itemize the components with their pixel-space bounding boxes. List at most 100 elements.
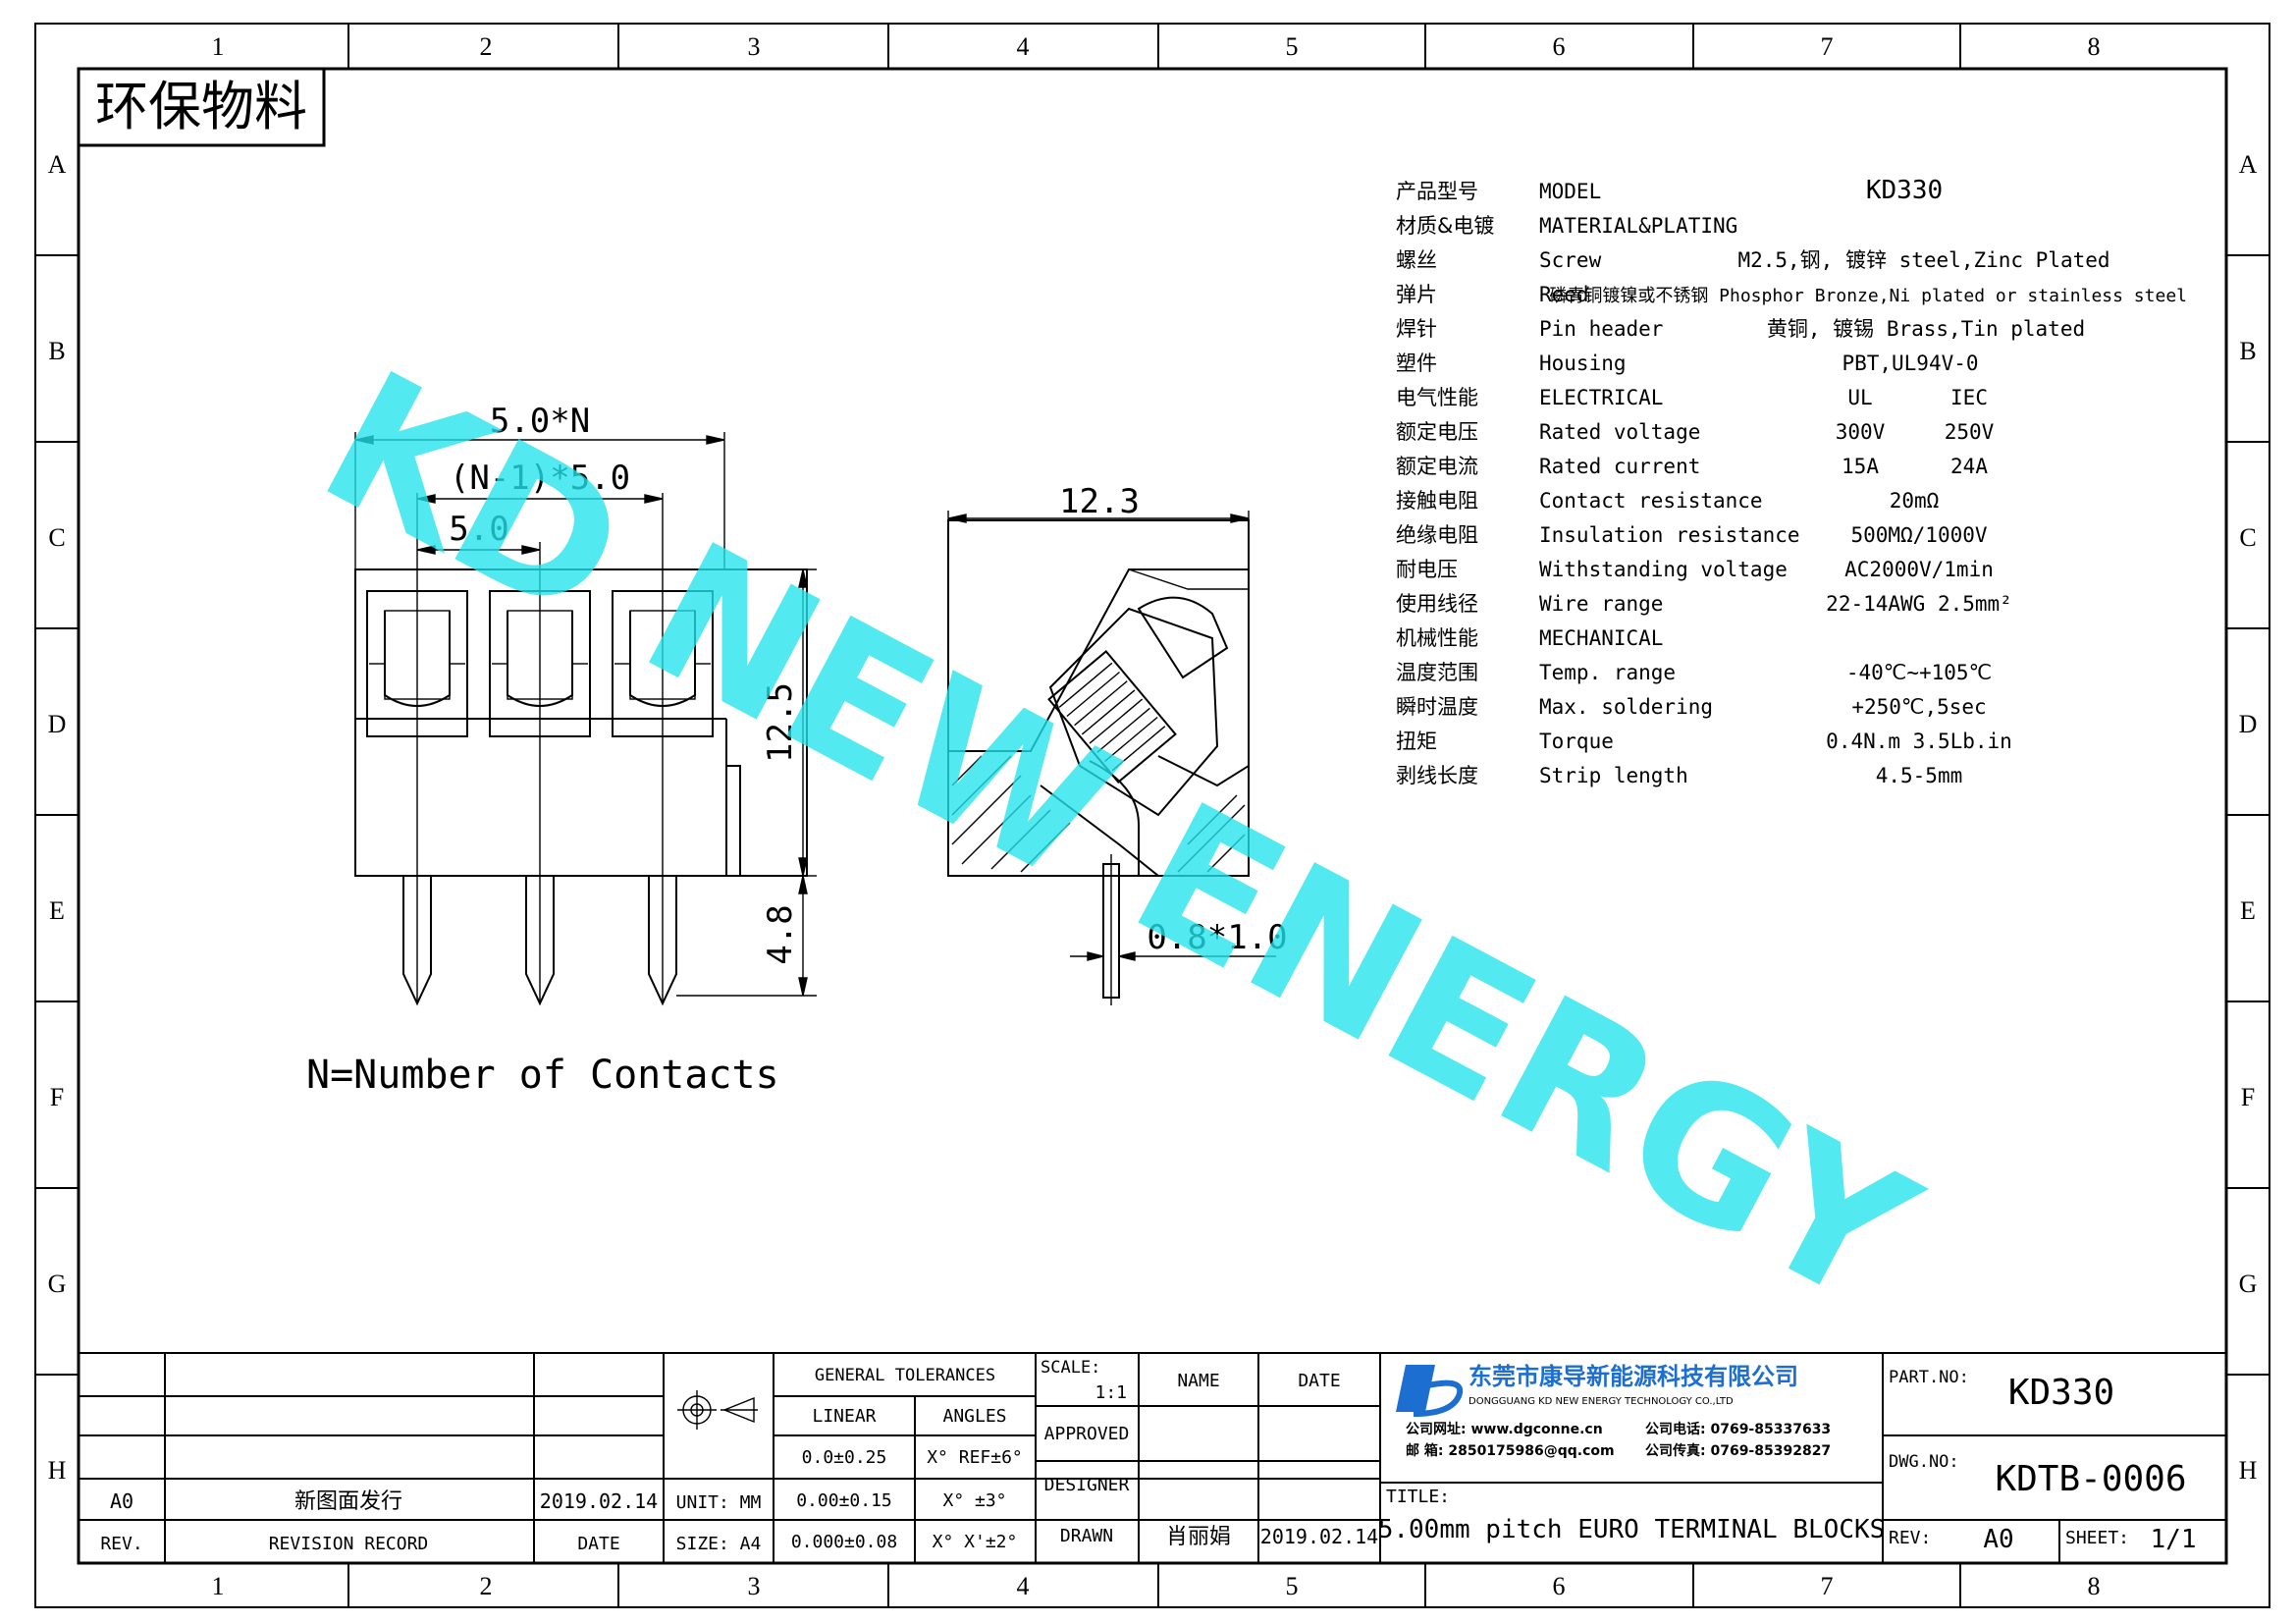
row-label: H xyxy=(2239,1456,2258,1485)
spec-en: Reed xyxy=(1539,283,1589,306)
spec-val: 15A xyxy=(1842,455,1879,478)
spec-cn: 产品型号 xyxy=(1396,180,1478,203)
spec-val: 磷青铜镀镍或不锈钢 Phosphor Bronze,Ni plated or s… xyxy=(1549,286,2187,306)
spec-en: Wire range xyxy=(1539,592,1663,616)
spec-val: +250℃,5sec xyxy=(1851,695,1986,719)
drawing-title: 5.00mm pitch EURO TERMINAL BLOCKS xyxy=(1378,1515,1886,1544)
name-header: NAME xyxy=(1177,1371,1219,1391)
eco-label: 环保物料 xyxy=(95,76,307,137)
general-tolerances: GENERAL TOLERANCES xyxy=(815,1366,995,1385)
spec-val: 300V xyxy=(1836,420,1886,444)
row-label: C xyxy=(48,523,65,552)
scale-value: 1:1 xyxy=(1095,1382,1127,1403)
row-label: F xyxy=(2241,1083,2255,1111)
tol-linear: 0.0±0.25 xyxy=(802,1447,887,1468)
col-label: 7 xyxy=(1821,32,1834,61)
dim-side-width: 12.3 xyxy=(1059,482,1140,521)
col-label: 4 xyxy=(1017,32,1030,61)
housing-outline xyxy=(354,568,808,877)
company-name-cn: 东莞市康导新能源科技有限公司 xyxy=(1468,1363,1798,1390)
tol-linear: 0.00±0.15 xyxy=(796,1490,892,1511)
rev-label: REV: xyxy=(1889,1528,1931,1548)
eco-label-box xyxy=(77,67,326,147)
section-outline xyxy=(947,519,1250,877)
col-label: 1 xyxy=(212,1572,225,1600)
spec-val2: 24A xyxy=(1950,455,1988,478)
spec-cn: 接触电阻 xyxy=(1396,489,1478,513)
spec-val: 500MΩ/1000V xyxy=(1850,523,1987,547)
spec-val: 0.4N.m 3.5Lb.in xyxy=(1826,730,2012,753)
date-header: DATE xyxy=(577,1534,619,1554)
spec-en: Insulation resistance xyxy=(1539,523,1800,547)
spec-en: Withstanding voltage xyxy=(1539,558,1788,581)
rev-value: A0 xyxy=(110,1489,133,1513)
spec-en: Rated current xyxy=(1539,455,1700,478)
company-fax: 公司传真: 0769-85392827 xyxy=(1645,1442,1831,1459)
spec-en: Screw xyxy=(1539,248,1602,272)
spec-en: MATERIAL&PLATING xyxy=(1539,214,1737,238)
col-label: 5 xyxy=(1286,1572,1299,1600)
col-label: 6 xyxy=(1553,32,1566,61)
row-label: A xyxy=(2239,150,2258,179)
tol-angle: X° ±3° xyxy=(942,1490,1006,1511)
row-label: C xyxy=(2239,523,2256,552)
spec-en: Strip length xyxy=(1539,764,1688,787)
revision-record-header: REVISION RECORD xyxy=(269,1534,429,1554)
angles-header: ANGLES xyxy=(942,1406,1006,1427)
row-label: F xyxy=(50,1083,64,1111)
side-section-view: 12.3 0.8*1.0 xyxy=(947,482,1288,1005)
col-label: 2 xyxy=(480,1572,493,1600)
col-label: 1 xyxy=(212,32,225,61)
spec-cn: 螺丝 xyxy=(1396,248,1437,272)
zone-labels: 1 2 3 4 5 6 7 8 1 2 3 4 5 6 7 8 A B C D … xyxy=(48,32,2258,1600)
part-no-label: PART.NO: xyxy=(1889,1368,1969,1387)
col-label: 6 xyxy=(1553,1572,1566,1600)
dim-total-width: 5.0*N xyxy=(490,402,590,441)
linear-header: LINEAR xyxy=(812,1406,876,1427)
projection-symbol-icon xyxy=(677,1390,758,1430)
spec-table: 产品型号 MODEL KD330 材质&电镀 MATERIAL&PLATING … xyxy=(1396,176,2187,787)
tol-angle: X° X'±2° xyxy=(933,1532,1018,1552)
sheet-label: SHEET: xyxy=(2065,1528,2129,1548)
rev-header: REV. xyxy=(100,1534,142,1554)
spec-cn: 剥线长度 xyxy=(1396,764,1478,787)
contacts-note: N=Number of Contacts xyxy=(306,1053,779,1098)
unit: UNIT: MM xyxy=(676,1492,762,1513)
col-label: 7 xyxy=(1821,1572,1834,1600)
col-label: 5 xyxy=(1286,32,1299,61)
zone-dividers xyxy=(35,24,2269,1607)
dim-pin-section: 0.8*1.0 xyxy=(1147,918,1287,957)
front-view: 5.0*N (N-1)*5.0 5.0 12.5 4.8 N=Number of… xyxy=(306,402,817,1098)
sheet-size: SIZE: A4 xyxy=(676,1534,762,1554)
spec-cn: 温度范围 xyxy=(1396,661,1478,684)
spec-val2: IEC xyxy=(1950,386,1988,409)
col-label: 3 xyxy=(748,32,761,61)
spec-val: M2.5,钢, 镀锌 steel,Zinc Plated xyxy=(1737,248,2109,272)
spec-val: UL xyxy=(1847,386,1872,409)
company-logo-icon xyxy=(1396,1365,1464,1417)
dim-pitch: 5.0 xyxy=(449,510,508,549)
designer-label: DESIGNER xyxy=(1044,1475,1130,1495)
row-label: E xyxy=(2240,896,2256,925)
spec-val2: 250V xyxy=(1945,420,1995,444)
dim-height: 12.5 xyxy=(761,682,800,763)
tol-angle: X° REF±6° xyxy=(927,1447,1023,1468)
spec-val: 4.5-5mm xyxy=(1876,764,1963,787)
row-label: D xyxy=(48,710,67,738)
row-label: B xyxy=(48,337,65,365)
spec-cn: 材质&电镀 xyxy=(1396,214,1494,238)
row-label: G xyxy=(2239,1270,2258,1298)
drawn-label: DRAWN xyxy=(1060,1526,1113,1546)
company-name-en: DONGGUANG KD NEW ENERGY TECHNOLOGY CO.,L… xyxy=(1468,1396,1734,1407)
spec-en: ELECTRICAL xyxy=(1539,386,1663,409)
title-label: TITLE: xyxy=(1386,1487,1450,1507)
col-label: 4 xyxy=(1017,1572,1030,1600)
dwg-no-label: DWG.NO: xyxy=(1889,1452,1959,1472)
revision-record: 新图面发行 xyxy=(294,1489,402,1514)
revision-date: 2019.02.14 xyxy=(540,1489,658,1513)
spec-cn: 机械性能 xyxy=(1396,626,1478,650)
spec-cn: 电气性能 xyxy=(1396,386,1478,409)
spec-cn: 绝缘电阻 xyxy=(1396,523,1478,547)
company-website: 公司网址: www.dgconne.cn xyxy=(1406,1421,1603,1437)
